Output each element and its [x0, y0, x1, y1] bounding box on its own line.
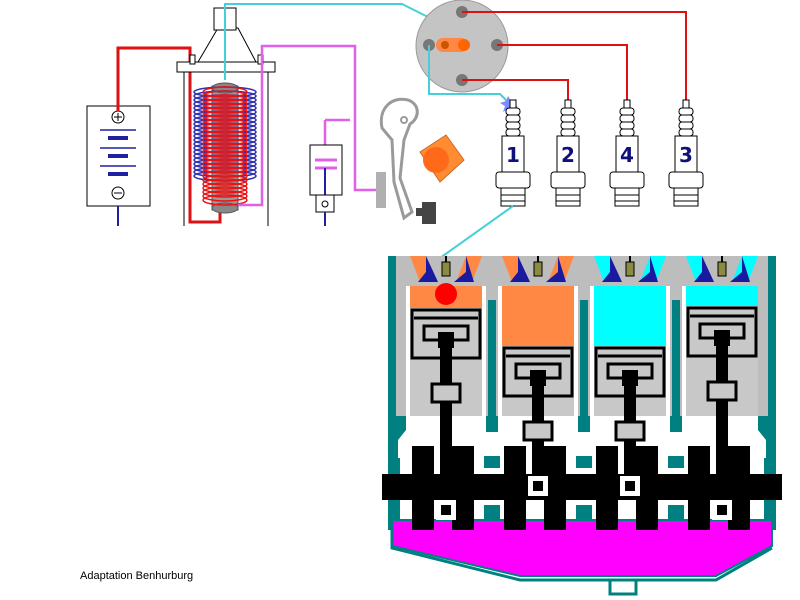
exhaust-valve [546, 256, 566, 282]
spark-plug-number: 2 [561, 143, 575, 167]
spark-plug-4: 4 [609, 99, 645, 207]
distributor-cam [419, 134, 465, 183]
intake-valve [602, 256, 622, 282]
coil-to-breaker-points-wire [238, 44, 380, 207]
rotor-tip [458, 39, 470, 51]
battery-to-coil-wire [116, 46, 222, 224]
spark-plug-number: 4 [620, 143, 634, 167]
exhaust-valve [638, 256, 658, 282]
ignition-flash-icon [435, 283, 457, 305]
piston [502, 346, 574, 398]
credit-text: Adaptation Benhurburg [80, 570, 194, 582]
intake-valve [694, 256, 714, 282]
intake-valve [418, 256, 438, 282]
exhaust-valve [454, 256, 474, 282]
fixed-contact [376, 172, 386, 208]
spark-plug-3: 3 [668, 99, 704, 207]
oil-sump [391, 519, 773, 577]
coil-secondary-winding [202, 86, 248, 206]
lead-to-plug-2 [462, 79, 569, 100]
lead-to-plug-4 [497, 44, 628, 100]
cylinders [410, 256, 758, 520]
spark-plugs: 1 2 4 3 [495, 99, 704, 207]
plug-tip [717, 261, 727, 277]
coil-to-distributor-lead [224, 3, 431, 80]
plug-1-to-cylinder-lead [439, 205, 514, 259]
cylinder-2 [502, 256, 574, 486]
spark-plug-2: 2 [550, 99, 586, 207]
lead-to-plug-3 [462, 11, 687, 100]
crankshaft [382, 446, 782, 530]
exhaust-valve [730, 256, 750, 282]
battery [86, 100, 151, 226]
plug-tip [625, 261, 635, 277]
breaker-points [376, 97, 436, 224]
spark-plug-number: 1 [506, 143, 520, 167]
lead-to-plug-1 [428, 45, 509, 103]
distributor-cap [415, 0, 509, 93]
plug-tip [441, 261, 451, 277]
breaker-arm [379, 97, 419, 221]
drain-plug [608, 580, 638, 596]
condenser [309, 118, 350, 226]
plug-tip [533, 261, 543, 277]
spark-plug-1: 1 [495, 99, 531, 207]
cylinder-1 [410, 256, 482, 520]
contact-post [422, 202, 436, 224]
spark-plug-number: 3 [679, 143, 693, 167]
cylinder-3 [594, 256, 666, 486]
intake-valve [510, 256, 530, 282]
